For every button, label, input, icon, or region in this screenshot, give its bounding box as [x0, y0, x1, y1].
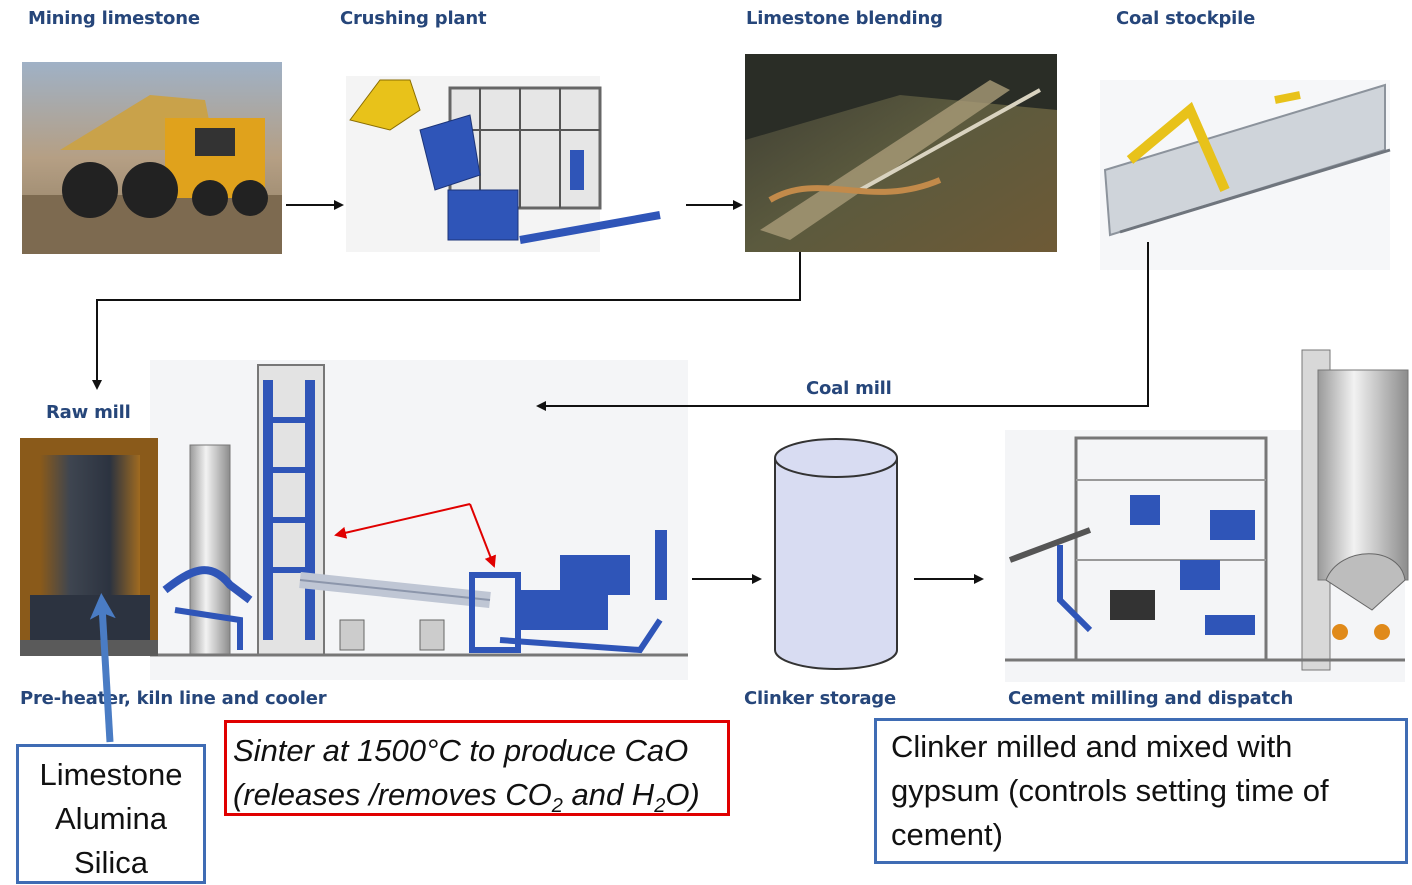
ingredient-silica: Silica — [73, 845, 149, 880]
raw-feed-arrow — [89, 593, 116, 743]
cement-milling-illustration — [1005, 349, 1409, 682]
clinker-storage-silo — [774, 438, 898, 670]
label-cement-milling: Cement milling and dispatch — [1008, 688, 1294, 709]
label-mining-limestone: Mining limestone — [28, 8, 200, 29]
label-preheater-kiln: Pre-heater, kiln line and cooler — [20, 688, 327, 709]
label-limestone-blending: Limestone blending — [746, 8, 943, 29]
clinker-note-box: Clinker milled and mixed with gypsum (co… — [874, 718, 1408, 864]
label-crushing-plant: Crushing plant — [340, 8, 487, 29]
sinter-note-line1: Sinter at 1500°C to produce CaO — [233, 733, 689, 768]
sinter-note-box: Sinter at 1500°C to produce CaO (release… — [224, 720, 730, 816]
flow-arrows — [92, 200, 1149, 584]
crushing-plant-illustration — [346, 76, 661, 252]
coal-stockpile-illustration — [1100, 80, 1391, 270]
sinter-note-line2: (releases /removes CO2 and H2O) — [233, 777, 700, 818]
label-raw-mill: Raw mill — [46, 402, 131, 423]
label-coal-stockpile: Coal stockpile — [1116, 8, 1256, 29]
clinker-note-text: Clinker milled and mixed with gypsum (co… — [891, 729, 1329, 852]
mining-truck-photo — [22, 62, 282, 254]
kiln-line-illustration — [150, 360, 688, 680]
coal-feed-arrows — [334, 503, 496, 568]
label-coal-mill: Coal mill — [806, 378, 892, 399]
ingredient-limestone: Limestone — [39, 757, 183, 792]
ingredient-alumina: Alumina — [55, 801, 167, 836]
raw-mill-photo — [20, 438, 158, 656]
label-clinker-storage: Clinker storage — [744, 688, 897, 709]
limestone-blending-photo — [745, 54, 1057, 252]
raw-ingredients-box: Limestone Alumina Silica — [16, 744, 206, 884]
